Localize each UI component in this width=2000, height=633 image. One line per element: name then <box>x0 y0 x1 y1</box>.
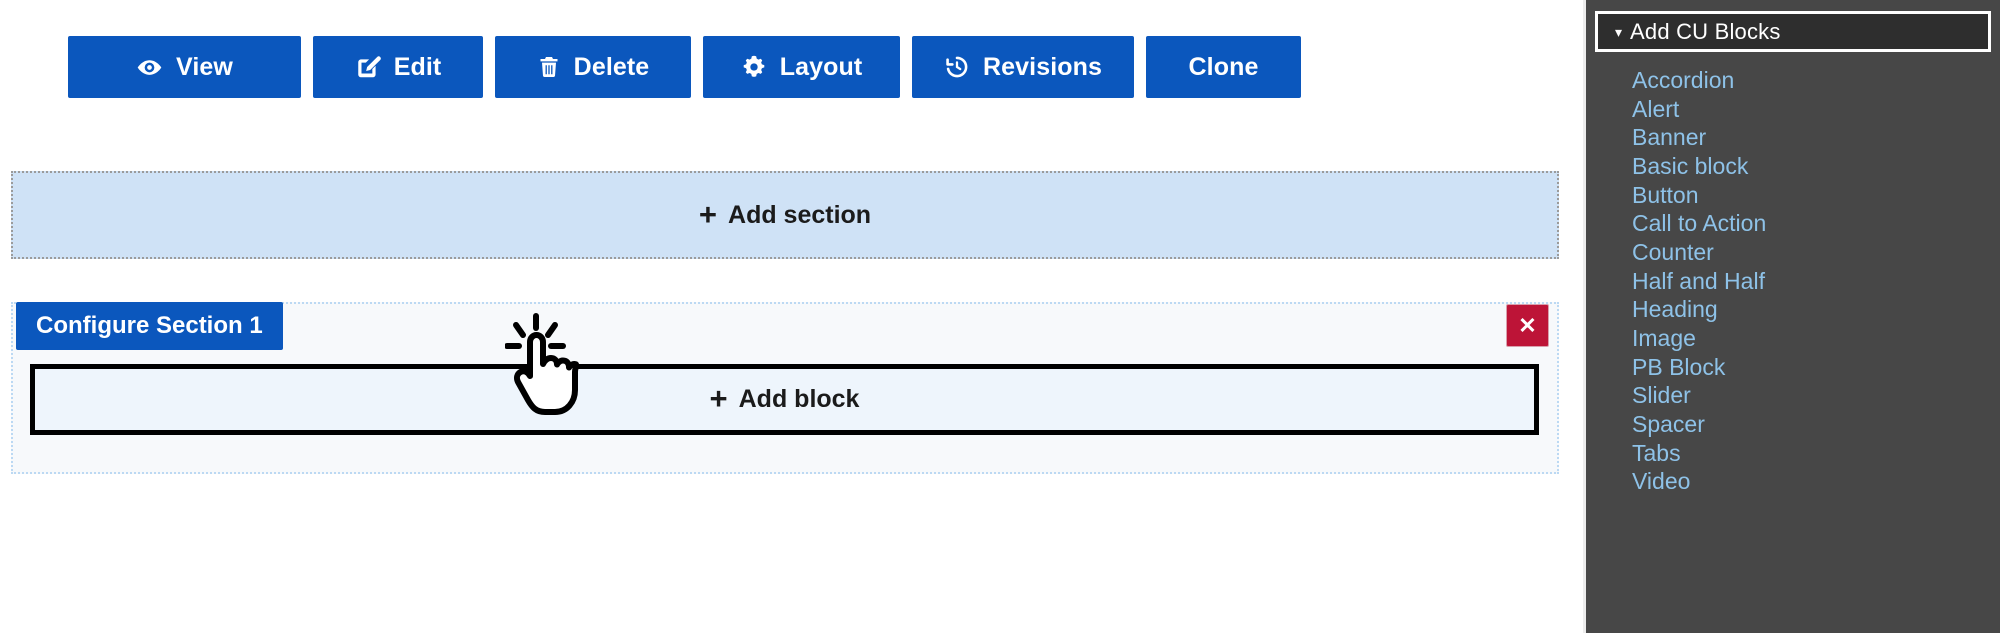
list-item[interactable]: Heading <box>1586 296 2000 325</box>
sidebar-item-spacer[interactable]: Spacer <box>1632 411 1705 438</box>
list-item[interactable]: Accordion <box>1586 66 2000 95</box>
layout-button-label: Layout <box>779 52 863 81</box>
chevron-down-icon: ▾ <box>1615 23 1623 40</box>
list-item[interactable]: Image <box>1586 324 2000 353</box>
sidebar-item-counter[interactable]: Counter <box>1632 238 1714 265</box>
plus-icon: + <box>709 381 728 416</box>
sidebar-item-slider[interactable]: Slider <box>1632 382 1691 409</box>
sidebar-item-pb-block[interactable]: PB Block <box>1632 353 1726 380</box>
sidebar-item-button[interactable]: Button <box>1632 181 1699 208</box>
sidebar-title: Add CU Blocks <box>1630 18 1781 44</box>
view-button-label: View <box>176 52 233 81</box>
sidebar-item-video[interactable]: Video <box>1632 468 1691 495</box>
section-header-bar: Configure Section 1 ✕ <box>13 302 1557 360</box>
sidebar-item-alert[interactable]: Alert <box>1632 95 1680 122</box>
trash-icon <box>537 54 561 80</box>
clone-button-label: Clone <box>1188 52 1259 81</box>
list-item[interactable]: Video <box>1586 468 2000 497</box>
list-item[interactable]: Button <box>1586 181 2000 210</box>
close-icon: ✕ <box>1518 312 1537 338</box>
delete-button-label: Delete <box>573 52 650 81</box>
list-item[interactable]: Basic block <box>1586 152 2000 181</box>
view-button[interactable]: View <box>68 36 301 98</box>
layout-button[interactable]: Layout <box>703 36 900 98</box>
list-item[interactable]: Counter <box>1586 238 2000 267</box>
add-block-label: Add block <box>738 385 860 413</box>
add-cu-blocks-header[interactable]: ▾ Add CU Blocks <box>1595 11 1991 52</box>
sidebar-item-half-and-half[interactable]: Half and Half <box>1632 267 1765 294</box>
node-action-toolbar: View Edit <box>0 36 1583 98</box>
list-item[interactable]: Spacer <box>1586 410 2000 439</box>
add-block-label-group: + Add block <box>709 381 860 416</box>
configure-section-1-button[interactable]: Configure Section 1 <box>16 302 283 350</box>
clone-button[interactable]: Clone <box>1146 36 1301 98</box>
sidebar-item-heading[interactable]: Heading <box>1632 296 1718 323</box>
history-clock-icon <box>944 54 970 80</box>
edit-button[interactable]: Edit <box>313 36 483 98</box>
sidebar-item-image[interactable]: Image <box>1632 325 1696 352</box>
add-section-label: Add section <box>728 200 872 229</box>
list-item[interactable]: Alert <box>1586 95 2000 124</box>
gear-icon <box>741 54 767 80</box>
remove-section-button[interactable]: ✕ <box>1506 304 1549 347</box>
list-item[interactable]: Half and Half <box>1586 267 2000 296</box>
add-section-button[interactable]: + Add section <box>11 171 1559 259</box>
list-item[interactable]: Call to Action <box>1586 209 2000 238</box>
sidebar-item-tabs[interactable]: Tabs <box>1632 439 1681 466</box>
sidebar-item-accordion[interactable]: Accordion <box>1632 66 1735 93</box>
list-item[interactable]: Slider <box>1586 382 2000 411</box>
add-cu-blocks-sidebar: ▾ Add CU Blocks Accordion Alert Banner B… <box>1583 0 2000 633</box>
sidebar-item-banner[interactable]: Banner <box>1632 124 1707 151</box>
sidebar-item-call-to-action[interactable]: Call to Action <box>1632 210 1767 237</box>
main-content-region: View Edit <box>0 36 1583 474</box>
add-block-button[interactable]: + Add block <box>30 364 1539 435</box>
list-item[interactable]: Banner <box>1586 123 2000 152</box>
list-item[interactable]: PB Block <box>1586 353 2000 382</box>
add-section-label-group: + Add section <box>698 196 872 232</box>
sidebar-item-basic-block[interactable]: Basic block <box>1632 152 1749 179</box>
delete-button[interactable]: Delete <box>495 36 691 98</box>
revisions-button[interactable]: Revisions <box>912 36 1134 98</box>
section-container-1: Configure Section 1 ✕ + Add block <box>11 302 1559 474</box>
edit-button-label: Edit <box>393 52 442 81</box>
revisions-button-label: Revisions <box>982 52 1102 81</box>
cu-blocks-list: Accordion Alert Banner Basic block Butto… <box>1586 52 2000 496</box>
eye-icon <box>136 54 163 81</box>
pencil-square-icon <box>355 54 381 80</box>
list-item[interactable]: Tabs <box>1586 439 2000 468</box>
plus-icon: + <box>698 196 718 232</box>
